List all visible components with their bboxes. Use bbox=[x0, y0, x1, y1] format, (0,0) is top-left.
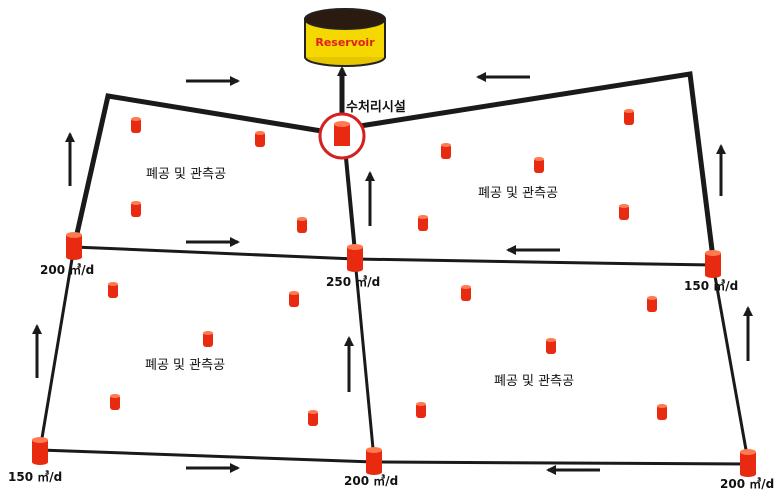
well-rate-west-mid: 200 ㎥/d bbox=[40, 262, 94, 277]
well-west-bottom bbox=[32, 437, 48, 465]
observation-hole bbox=[108, 282, 118, 298]
observation-hole bbox=[203, 331, 213, 347]
well-east-bottom bbox=[740, 449, 756, 477]
observation-holes bbox=[108, 109, 667, 426]
well-west-mid bbox=[66, 232, 82, 260]
pipe-bottom-west bbox=[39, 448, 375, 464]
pipe-bottom-east bbox=[373, 460, 749, 466]
well-rate-west-bottom: 150 ㎥/d bbox=[8, 469, 62, 484]
pipe-network bbox=[38, 70, 750, 466]
well-rate-center-mid: 250 ㎥/d bbox=[326, 274, 380, 289]
observation-hole bbox=[131, 117, 141, 133]
observation-hole bbox=[461, 285, 471, 301]
observation-hole bbox=[657, 404, 667, 420]
pipe-center-riser bbox=[344, 157, 357, 253]
observation-hole bbox=[418, 215, 428, 231]
observation-hole bbox=[624, 109, 634, 125]
observation-hole bbox=[110, 394, 120, 410]
pipe-north-east bbox=[359, 71, 716, 259]
well-east-mid bbox=[705, 250, 721, 278]
observation-hole bbox=[546, 338, 556, 354]
zone-label-south-east: 폐공 및 관측공 bbox=[494, 374, 574, 389]
observation-hole bbox=[289, 291, 299, 307]
well-rate-east-bottom: 200 ㎥/d bbox=[720, 476, 774, 491]
observation-hole bbox=[308, 410, 318, 426]
zone-labels: 폐공 및 관측공 폐공 및 관측공 폐공 및 관측공 폐공 및 관측공 bbox=[145, 167, 574, 389]
well-center-bottom bbox=[366, 447, 382, 475]
treatment-facility-label: 수처리시설 bbox=[346, 99, 406, 115]
reservoir-tank: Reservoir bbox=[304, 8, 386, 67]
observation-hole bbox=[416, 402, 426, 418]
flow-arrows bbox=[32, 66, 753, 475]
well-rate-labels: 200 ㎥/d 250 ㎥/d 150 ㎥/d 150 ㎥/d 200 ㎥/d … bbox=[8, 262, 774, 491]
pipe-east-vertical bbox=[711, 264, 750, 462]
zone-label-north-west: 폐공 및 관측공 bbox=[146, 167, 226, 182]
pipe-mid-east bbox=[354, 257, 714, 267]
well-center-mid bbox=[347, 244, 363, 272]
observation-hole bbox=[131, 201, 141, 217]
pipe-mid-west bbox=[73, 245, 356, 261]
pipe-west-vertical bbox=[38, 246, 76, 451]
observation-hole bbox=[534, 157, 544, 173]
treatment-facility: 수처리시설 bbox=[318, 99, 406, 160]
observation-hole bbox=[647, 296, 657, 312]
observation-hole bbox=[297, 217, 307, 233]
pipe-center-vertical bbox=[353, 258, 376, 460]
observation-hole bbox=[619, 204, 629, 220]
zone-label-north-east: 폐공 및 관측공 bbox=[478, 186, 558, 201]
well-rate-east-mid: 150 ㎥/d bbox=[684, 278, 738, 293]
pumping-wells bbox=[32, 232, 756, 477]
pipe-north-west bbox=[71, 93, 341, 248]
observation-hole bbox=[441, 143, 451, 159]
reservoir-label: Reservoir bbox=[315, 36, 375, 49]
observation-hole bbox=[255, 131, 265, 147]
well-rate-center-bottom: 200 ㎥/d bbox=[344, 473, 398, 488]
zone-label-south-west: 폐공 및 관측공 bbox=[145, 358, 225, 373]
